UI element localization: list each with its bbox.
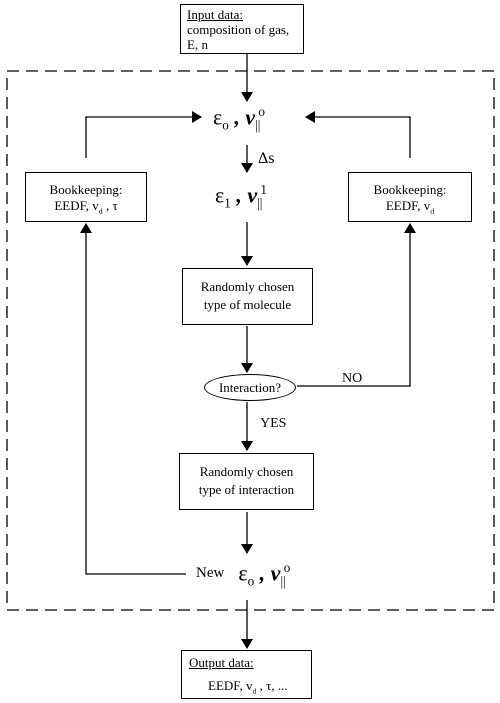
book-left-line2-b: , τ <box>102 198 118 213</box>
state-initial: εo , v||o <box>213 104 265 134</box>
new-eps: ε <box>238 560 248 586</box>
molecule-choice-box: Randomly chosen type of molecule <box>182 268 313 325</box>
book-right-line2-sub: d <box>430 206 435 216</box>
molecule-line1: Randomly chosen <box>200 279 295 294</box>
output-line-sub: d <box>252 686 257 696</box>
book-left-line2-sub: d <box>98 206 103 216</box>
output-line-a: EEDF, v <box>208 678 253 693</box>
input-heading: Input data: <box>187 7 243 22</box>
state0-eps: ε <box>213 104 223 130</box>
arrow-left-book-to-state0 <box>85 111 202 158</box>
input-line2: E, n <box>187 37 208 52</box>
book-left-line2: EEDF, vd , τ <box>26 198 146 216</box>
output-heading: Output data: <box>189 655 254 670</box>
state-after-step: ε1 , v||1 <box>215 182 267 212</box>
arrow-right-book-to-state0 <box>305 111 411 158</box>
book-left-line2-a: EEDF, v <box>54 198 99 213</box>
output-data-box: Output data: EEDF, vd , τ, ... <box>181 650 312 699</box>
state1-eps: ε <box>215 182 225 208</box>
interaction-line2: type of interaction <box>198 482 295 497</box>
interaction-choice-box: Randomly chosen type of interaction <box>179 453 314 510</box>
state1-eps-sub: 1 <box>224 195 231 211</box>
book-left-line1: Bookkeeping: <box>49 182 123 197</box>
state0-v-sup: o <box>258 104 265 119</box>
book-right-line2: EEDF, vd <box>349 198 471 216</box>
state0-sep: , <box>234 104 240 130</box>
new-eps-sub: o <box>247 573 255 589</box>
bookkeeping-right-box: Bookkeeping: EEDF, vd <box>348 172 472 222</box>
book-right-line2-a: EEDF, v <box>385 198 431 213</box>
arrow-no-to-right-book <box>297 223 416 387</box>
molecule-line2: type of molecule <box>203 297 292 312</box>
output-line: EEDF, vd , τ, ... <box>208 678 288 696</box>
new-v-sup: o <box>283 560 291 575</box>
output-line-b: , τ, ... <box>256 678 288 693</box>
new-v-sub: || <box>280 573 286 589</box>
yes-label: YES <box>260 416 287 431</box>
new-v: v <box>270 560 281 586</box>
book-right-line1: Bookkeeping: <box>373 182 447 197</box>
new-sep: , <box>259 560 266 586</box>
interaction-decision: Interaction? <box>204 374 296 401</box>
state1-v: v <box>247 182 258 208</box>
state1-v-sub: || <box>257 195 263 211</box>
state0-eps-sub: o <box>222 117 229 133</box>
arrow-new-to-left-book <box>80 223 186 575</box>
no-label: NO <box>342 371 363 386</box>
input-data-box: Input data: composition of gas, E, n <box>180 4 304 54</box>
step-label: Δs <box>258 150 275 167</box>
loop-boundary <box>6 70 495 611</box>
interaction-line1: Randomly chosen <box>199 464 294 479</box>
input-line1: composition of gas, <box>187 22 290 37</box>
state0-v: v <box>245 104 256 130</box>
new-prefix: New <box>196 565 225 582</box>
state0-v-sub: || <box>255 117 261 133</box>
bookkeeping-left-box: Bookkeeping: EEDF, vd , τ <box>25 172 147 222</box>
state1-v-sup: 1 <box>260 182 267 197</box>
state1-sep: , <box>236 182 242 208</box>
decision-label: Interaction? <box>218 380 282 395</box>
